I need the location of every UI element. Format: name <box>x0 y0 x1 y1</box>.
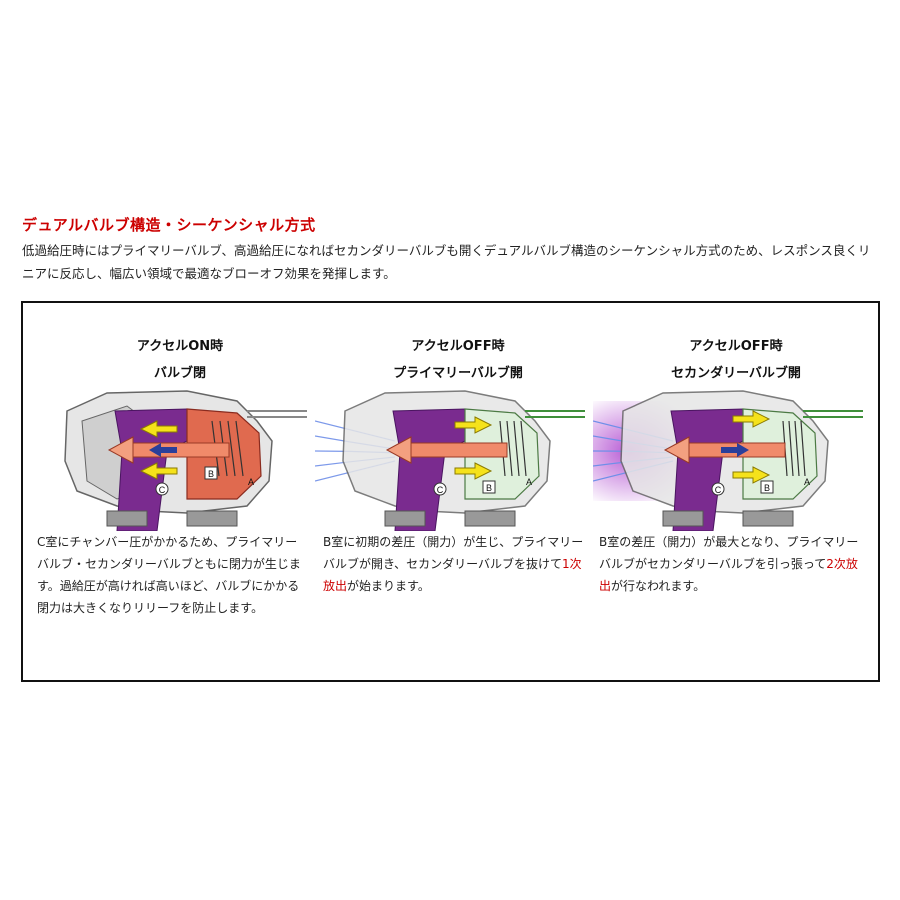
panel-subheading: プライマリーバルブ開 <box>393 366 523 381</box>
valve-closed-illustration: C B A <box>64 390 307 531</box>
label-b: B <box>486 483 492 493</box>
section-intro: 低過給圧時にはプライマリーバルブ、高過給圧になればセカンダリーバルブも開くデュア… <box>22 243 871 281</box>
caption-text: が始まります。 <box>347 579 430 593</box>
label-c: C <box>715 485 722 495</box>
label-c: C <box>159 485 166 495</box>
label-a: A <box>526 477 532 487</box>
panel-primary-open: アクセルOFF時 プライマリーバルブ開 C B A <box>315 303 601 680</box>
label-b: B <box>208 469 214 479</box>
caption-text: B室に初期の差圧（開力）が生じ、プライマリーバルブが開き、セカンダリーバルブを抜… <box>323 535 584 571</box>
section-title: デュアルバルブ構造・シーケンシャル方式 <box>22 216 316 234</box>
secondary-open-illustration: C B A <box>593 390 863 531</box>
panel-subheading: セカンダリーバルブ開 <box>671 366 801 381</box>
caption-highlight: 1次放出 <box>323 557 582 593</box>
diagram-box: アクセルON時 バルブ閉 C <box>21 301 880 682</box>
caption-text: が行なわれます。 <box>611 579 706 593</box>
label-c: C <box>437 485 444 495</box>
label-a: A <box>248 477 254 487</box>
label-b: B <box>764 483 770 493</box>
primary-open-illustration: C B A <box>315 390 585 531</box>
panel-accel-on: アクセルON時 バルブ閉 C <box>37 303 323 680</box>
label-a: A <box>804 477 810 487</box>
panel-caption: B室の差圧（開力）が最大となり、プライマリーバルブがセカンダリーバルブを引っ張っ… <box>599 531 861 597</box>
panel-heading: アクセルOFF時 <box>689 339 783 354</box>
panel-subheading: バルブ閉 <box>153 366 206 381</box>
panel-secondary-open: アクセルOFF時 セカンダリーバルブ開 <box>593 303 879 680</box>
caption-text: B室の差圧（開力）が最大となり、プライマリーバルブがセカンダリーバルブを引っ張っ… <box>599 535 859 571</box>
panel-heading: アクセルOFF時 <box>411 339 505 354</box>
panel-caption: C室にチャンバー圧がかかるため、プライマリーバルブ・セカンダリーバルブともに閉力… <box>37 535 301 615</box>
panel-heading: アクセルON時 <box>136 339 224 354</box>
panel-caption: B室に初期の差圧（開力）が生じ、プライマリーバルブが開き、セカンダリーバルブを抜… <box>323 531 585 597</box>
caption-highlight: 2次放出 <box>599 557 858 593</box>
